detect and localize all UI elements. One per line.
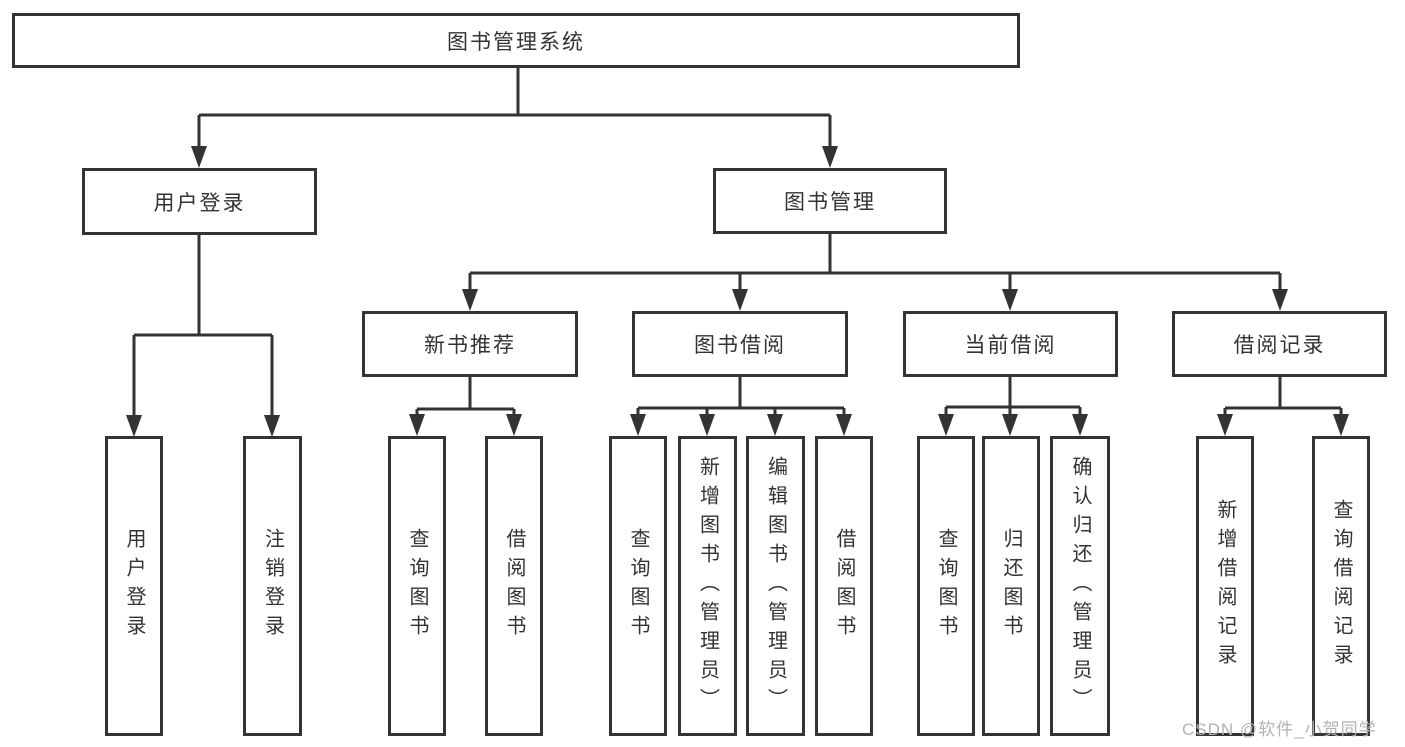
- leaf-query-books-borrow: 查询图书: [609, 436, 667, 736]
- leaf-borrow-books-label: 借阅图书: [833, 528, 855, 644]
- node-new-book-recommend-label: 新书推荐: [424, 334, 516, 357]
- leaf-edit-book-admin: 编辑图书（管理员）: [746, 436, 805, 736]
- node-current-borrowing: 当前借阅: [903, 311, 1118, 377]
- leaf-query-borrow-record-label: 查询借阅记录: [1330, 499, 1352, 673]
- node-root-label: 图书管理系统: [447, 30, 585, 54]
- node-book-management: 图书管理: [713, 168, 947, 234]
- leaf-add-book-admin-label: 新增图书（管理员）: [696, 455, 719, 717]
- leaf-user-login: 用户登录: [105, 436, 163, 736]
- leaf-confirm-return-admin: 确认归还（管理员）: [1050, 436, 1110, 736]
- node-borrowing-records-label: 借阅记录: [1233, 334, 1326, 357]
- leaf-logout: 注销登录: [243, 436, 302, 736]
- leaf-add-book-admin: 新增图书（管理员）: [678, 436, 737, 736]
- node-root: 图书管理系统: [12, 13, 1020, 68]
- leaf-return-book: 归还图书: [982, 436, 1040, 736]
- node-new-book-recommend: 新书推荐: [362, 311, 578, 377]
- leaf-add-borrow-record-label: 新增借阅记录: [1214, 499, 1236, 673]
- leaf-borrow-books: 借阅图书: [815, 436, 873, 736]
- node-book-borrowing-label: 图书借阅: [694, 334, 786, 357]
- leaf-query-books-recommend-label: 查询图书: [406, 528, 428, 644]
- leaf-user-login-label: 用户登录: [123, 528, 145, 644]
- node-book-management-label: 图书管理: [784, 191, 876, 214]
- leaf-edit-book-admin-label: 编辑图书（管理员）: [764, 455, 787, 717]
- node-borrowing-records: 借阅记录: [1172, 311, 1387, 377]
- leaf-query-books-current: 查询图书: [917, 436, 975, 736]
- leaf-add-borrow-record: 新增借阅记录: [1196, 436, 1254, 736]
- leaf-query-books-current-label: 查询图书: [935, 528, 957, 644]
- leaf-confirm-return-admin-label: 确认归还（管理员）: [1069, 455, 1091, 717]
- leaf-borrow-books-recommend-label: 借阅图书: [503, 528, 525, 644]
- node-user-login-label: 用户登录: [153, 191, 246, 215]
- leaf-query-books-recommend: 查询图书: [388, 436, 446, 736]
- leaf-borrow-books-recommend: 借阅图书: [485, 436, 543, 736]
- leaf-query-books-borrow-label: 查询图书: [627, 528, 649, 644]
- leaf-query-borrow-record: 查询借阅记录: [1312, 436, 1370, 736]
- watermark: CSDN @软件_小贺同学: [1182, 720, 1377, 739]
- node-current-borrowing-label: 当前借阅: [964, 334, 1057, 357]
- node-book-borrowing: 图书借阅: [632, 311, 848, 377]
- leaf-return-book-label: 归还图书: [1000, 528, 1022, 644]
- node-user-login: 用户登录: [82, 168, 317, 235]
- leaf-logout-label: 注销登录: [261, 528, 284, 644]
